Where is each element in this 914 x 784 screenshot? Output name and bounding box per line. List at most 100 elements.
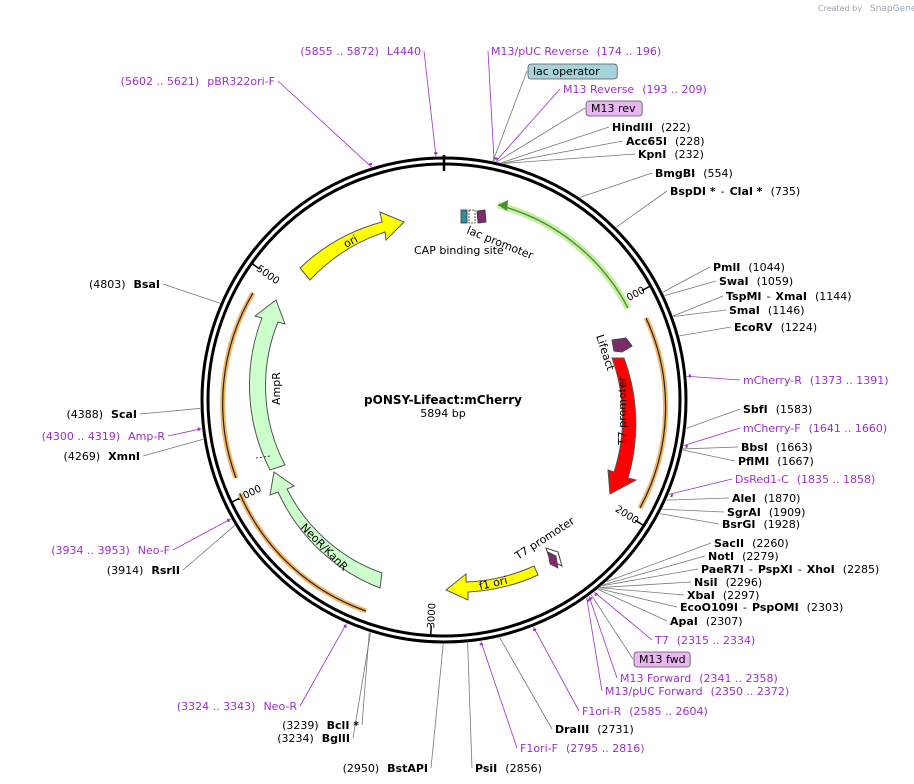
site-label[interactable]: BspDI *-ClaI *(735) bbox=[615, 185, 800, 228]
orf-arc-ampr-line bbox=[222, 292, 254, 479]
site-label[interactable]: BbsI(1663) bbox=[683, 441, 812, 454]
site-label[interactable]: EcoRV(1224) bbox=[679, 321, 817, 337]
site-label[interactable]: M13/pUC Reverse(174 .. 196) bbox=[487, 45, 661, 162]
site-label-text: SgrAI (1909) bbox=[727, 506, 805, 519]
site-label[interactable]: NotI(2279) bbox=[603, 550, 779, 586]
site-label-part: SgrAI bbox=[727, 506, 761, 519]
site-label[interactable]: (3934 .. 3953)Neo-F bbox=[51, 518, 232, 557]
site-label[interactable]: DraIII(2731) bbox=[499, 637, 634, 736]
site-label-text: KpnI(232) bbox=[638, 148, 704, 161]
primer-marker bbox=[586, 598, 591, 603]
feature-ampr-arrow[interactable] bbox=[248, 299, 286, 471]
site-label[interactable]: HindIII(222) bbox=[501, 121, 691, 164]
site-label[interactable]: PflMI(1667) bbox=[682, 449, 814, 468]
site-label[interactable]: (2950)BstAPI bbox=[343, 643, 444, 775]
site-label[interactable]: (4300 .. 4319)Amp-R bbox=[42, 427, 202, 443]
site-label[interactable]: BsrGI(1928) bbox=[659, 513, 800, 531]
site-label-part: (2303) bbox=[807, 601, 844, 614]
leader-line bbox=[533, 626, 580, 712]
site-label[interactable]: XbaI(2297) bbox=[599, 587, 760, 602]
site-label[interactable]: (3324 .. 3343)Neo-R bbox=[177, 623, 348, 713]
feature-f1ori-arrow[interactable] bbox=[445, 565, 539, 601]
site-label[interactable]: SacII(2260) bbox=[607, 537, 789, 582]
site-label-part: AleI bbox=[732, 492, 756, 505]
feature-ori-arrow[interactable] bbox=[299, 211, 405, 281]
site-label[interactable]: PmlI(1044) bbox=[662, 261, 785, 293]
green-region-line bbox=[497, 204, 629, 309]
site-label[interactable]: ApaI(2307) bbox=[597, 589, 743, 628]
site-label-text: AleI(1870) bbox=[732, 492, 800, 505]
site-label[interactable]: (3914)RsrII bbox=[107, 525, 235, 577]
site-label-part: M13 Forward bbox=[620, 672, 691, 685]
site-label[interactable]: BmgBI(554) bbox=[579, 167, 733, 198]
site-label[interactable]: KpnI(232) bbox=[503, 148, 704, 164]
site-label[interactable]: TspMI-XmaI(1144) bbox=[672, 290, 852, 317]
site-label-part: BmgBI bbox=[655, 167, 695, 180]
site-label[interactable]: PsiI(2856) bbox=[467, 642, 542, 775]
site-label-part: SacII bbox=[714, 537, 744, 550]
site-label[interactable]: mCherry-F(1641 .. 1660) bbox=[683, 422, 888, 448]
site-label[interactable]: M13 Forward (2341 .. 2358) bbox=[588, 596, 778, 685]
site-label-part: - bbox=[721, 185, 725, 198]
site-label[interactable]: (5855 .. 5872)L4440 bbox=[300, 45, 438, 157]
site-label-part: (5602 .. 5621) bbox=[121, 75, 200, 88]
site-label-part: (1667) bbox=[777, 455, 814, 468]
feature-neor-arrow[interactable] bbox=[269, 471, 383, 589]
feature-mcherry-arrow[interactable] bbox=[607, 357, 638, 495]
site-label[interactable]: M13 fwd bbox=[590, 594, 691, 668]
site-label[interactable]: Acc65I(228) bbox=[502, 135, 705, 164]
credit-text: Created by bbox=[818, 4, 862, 13]
site-label[interactable]: lac operator bbox=[492, 63, 618, 162]
site-label-box bbox=[585, 100, 643, 117]
site-label[interactable]: SmaI(1146) bbox=[673, 304, 804, 317]
site-label-part: (1909) bbox=[769, 506, 806, 519]
feature-ampr-label: AmpR bbox=[270, 372, 283, 405]
site-label[interactable]: F1ori-F(2795 .. 2816) bbox=[479, 641, 645, 755]
feature-lac-operator-box[interactable] bbox=[476, 209, 487, 224]
site-label[interactable]: F1ori-R(2585 .. 2604) bbox=[532, 626, 708, 718]
site-label[interactable]: SbfI(1583) bbox=[686, 403, 812, 429]
site-label[interactable]: (4388)ScaI bbox=[66, 408, 201, 421]
site-label[interactable]: DsRed1-C(1835 .. 1858) bbox=[668, 473, 875, 498]
site-label[interactable]: PaeR7I-PspXI-XhoI(2285) bbox=[602, 563, 879, 587]
site-label[interactable]: T7(2315 .. 2334) bbox=[594, 591, 755, 647]
leader-line bbox=[480, 641, 518, 749]
site-label[interactable]: (4269)XmnI bbox=[64, 438, 204, 463]
site-label-part: (2297) bbox=[723, 589, 760, 602]
site-label-text: M13 Reverse(193 .. 209) bbox=[563, 83, 707, 96]
site-label[interactable]: AleI(1870) bbox=[666, 492, 801, 505]
site-label[interactable]: EcoO109I-PspOMI(2303) bbox=[598, 588, 844, 614]
feature-ori-label: ori bbox=[341, 232, 360, 250]
site-label-part: Amp-R bbox=[128, 430, 165, 443]
site-label[interactable]: M13 rev bbox=[496, 100, 643, 163]
site-label-part: BbsI bbox=[741, 441, 768, 454]
site-label-part: (2856) bbox=[505, 762, 542, 775]
feature-lifeact-arrow[interactable] bbox=[611, 337, 633, 353]
site-label-part: (2296) bbox=[726, 576, 763, 589]
site-label[interactable]: NsiI(2296) bbox=[600, 576, 762, 589]
site-label-part: BclI * bbox=[327, 719, 360, 732]
site-label-text: PaeR7I-PspXI-XhoI(2285) bbox=[701, 563, 879, 576]
site-label[interactable]: SwaI(1059) bbox=[664, 275, 794, 297]
site-label[interactable]: (5602 .. 5621)pBR322ori-F bbox=[121, 75, 373, 168]
site-label[interactable]: M13/pUC Forward(2350 .. 2372) bbox=[586, 597, 790, 698]
site-label-part: NotI bbox=[708, 550, 734, 563]
site-label-part: (2341 .. 2358) bbox=[699, 672, 778, 685]
site-label-part: (1641 .. 1660) bbox=[809, 422, 888, 435]
feature-lac-promoter-box[interactable] bbox=[468, 209, 476, 224]
feature-cap-box[interactable] bbox=[460, 209, 468, 224]
ampr-promoter-marker bbox=[255, 455, 272, 459]
site-label[interactable]: mCherry-R(1373 .. 1391) bbox=[686, 374, 889, 387]
site-label[interactable]: SgrAI (1909) bbox=[662, 506, 805, 519]
leader-line bbox=[673, 309, 727, 317]
site-label[interactable]: (3239)BclI * bbox=[282, 632, 370, 732]
site-label[interactable]: M13 Reverse(193 .. 209) bbox=[494, 83, 707, 162]
site-label-text: SwaI(1059) bbox=[719, 275, 793, 288]
leader-line bbox=[503, 153, 636, 164]
site-label[interactable]: (4803)BsaI bbox=[89, 278, 221, 304]
leader-line bbox=[662, 508, 725, 513]
leader-line bbox=[139, 408, 201, 415]
site-label-text: F1ori-F(2795 .. 2816) bbox=[520, 742, 645, 755]
plasmid-name: pONSY-Lifeact:mCherry bbox=[364, 393, 522, 407]
